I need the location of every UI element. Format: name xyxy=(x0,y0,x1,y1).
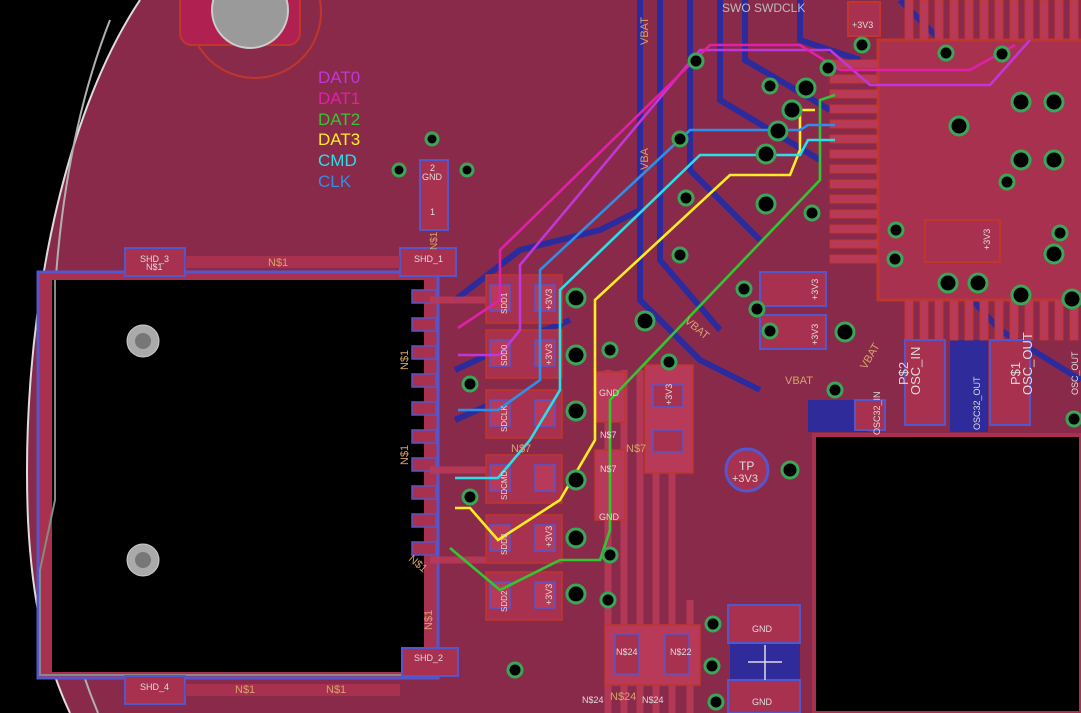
mcu-bypass-cap xyxy=(924,219,1001,263)
crystal-osc-in xyxy=(904,339,946,426)
bulk-cap-bottom xyxy=(727,679,801,713)
vias xyxy=(391,36,1081,711)
osc32-in-label: OSC32_IN xyxy=(872,391,882,435)
gnd-label-n7-b: GND xyxy=(599,512,620,522)
legend-dat1: DAT1 xyxy=(318,88,361,108)
gnd-label-pad1: GND xyxy=(752,624,773,634)
n7-label-b: N$7 xyxy=(626,443,646,455)
n24-label-c: N$24 xyxy=(582,695,604,705)
p1-label: P$1 xyxy=(1008,362,1023,385)
n22-label: N$22 xyxy=(670,647,692,657)
trace-dat1 xyxy=(457,43,1016,330)
legend-dat3: DAT3 xyxy=(318,130,361,150)
tp-v33-label: +3V3 xyxy=(732,473,758,485)
bottom-shield-trace xyxy=(185,684,400,696)
sd-peg-hole-bottom-inner xyxy=(135,552,151,568)
vba-label: VBA xyxy=(639,147,651,170)
shd1-label: SHD_1 xyxy=(414,254,443,264)
crystal-osc-out xyxy=(989,339,1031,426)
osc-out-label-edge: OSC_OUT xyxy=(1070,351,1080,395)
swo-swdclk-label: SWO SWDCLK xyxy=(722,1,805,15)
board-edge-left xyxy=(0,0,140,713)
n1-label-bottom-a: N$1 xyxy=(235,684,255,696)
shd3-pad xyxy=(124,247,186,277)
v33-label-b: +3V3 xyxy=(544,289,554,310)
pin1-label: 1 xyxy=(430,207,435,217)
v33-label-f: +3V3 xyxy=(810,279,820,300)
sdd1-label: SDD1 xyxy=(500,292,509,314)
sdd0-label: SDD0 xyxy=(500,344,509,366)
bypass-cap-1 xyxy=(759,271,827,307)
n7-label-c: N$7 xyxy=(600,430,617,440)
sd-peg-hole-top-inner xyxy=(135,333,151,349)
pin2-label: 2 xyxy=(430,163,435,173)
v33-label-i: +3V3 xyxy=(982,229,992,250)
n7-label-a: N$7 xyxy=(511,443,531,455)
gnd-label-top: GND xyxy=(422,172,443,182)
legend-dat2: DAT2 xyxy=(318,109,361,129)
shd4-label: SHD_4 xyxy=(140,682,169,692)
n1-label-cap: N$1 xyxy=(429,231,440,250)
n24-label-b: N$24 xyxy=(616,647,638,657)
osc-in-label: OSC_IN xyxy=(908,347,923,395)
v33-label-h: +3V3 xyxy=(664,384,674,405)
shd3-label: SHD_3 xyxy=(140,254,169,264)
gnd-label-pad2: GND xyxy=(752,697,773,707)
n24-label-a: N$24 xyxy=(610,691,636,703)
n24-label-d: N$24 xyxy=(642,695,664,705)
sd-socket-body xyxy=(52,280,424,672)
v33-label-a: +3V3 xyxy=(852,20,873,30)
legend-cmd: CMD xyxy=(318,151,357,171)
n1-label-side-a: N$1 xyxy=(399,350,411,370)
legend-clk: CLK xyxy=(318,171,352,191)
p2-label: P$2 xyxy=(896,362,911,385)
vbat-label-mid: VBAT xyxy=(785,375,813,387)
n1-label-top: N$1 xyxy=(268,257,288,269)
trace-dat3 xyxy=(455,108,815,542)
top-cap xyxy=(847,1,881,37)
n1-label-side-b: N$1 xyxy=(399,445,411,465)
n7-pads xyxy=(614,384,690,675)
gnd-cap xyxy=(419,159,449,231)
v33-label-g: +3V3 xyxy=(810,324,820,345)
mcu-left-pins xyxy=(829,59,879,264)
mcu-top-pins xyxy=(904,0,1079,41)
lower-right-module xyxy=(812,433,1081,713)
mcu-bottom-pins xyxy=(904,299,1079,341)
v33-label-d: +3V3 xyxy=(544,526,554,547)
v33-label-c: +3V3 xyxy=(544,344,554,365)
shd2-pad xyxy=(401,647,459,677)
n1-label-side-d: N$1 xyxy=(423,610,435,630)
bulk-cap-top xyxy=(727,604,801,644)
sdd2-label: SDD2 xyxy=(500,590,509,612)
v33-label-e: +3V3 xyxy=(544,584,554,605)
n1-label-bottom-b: N$1 xyxy=(326,684,346,696)
sdd3-label: SDD3 xyxy=(500,533,509,555)
shd2-label: SHD_2 xyxy=(414,653,443,663)
test-point xyxy=(724,447,770,493)
trace-dat0 xyxy=(458,39,1031,357)
legend-dat0: DAT0 xyxy=(318,68,361,87)
top-shield-trace xyxy=(185,256,400,268)
sd-socket-pins xyxy=(411,289,437,556)
trace-dat2 xyxy=(449,93,836,592)
bulk-cap-cross xyxy=(748,645,782,680)
shd4-pad xyxy=(124,675,186,705)
sd-traces xyxy=(449,39,1031,592)
n7-label-d: N$7 xyxy=(600,464,617,474)
n1-label-shd3: N$1 xyxy=(146,262,163,272)
mounting-hole xyxy=(211,0,289,49)
sdclk-label: SDCLK xyxy=(500,405,509,432)
signal-legend: DAT0 DAT1 DAT2 DAT3 CMD CLK xyxy=(318,68,360,193)
trace-cmd xyxy=(455,138,835,480)
trace-clk xyxy=(458,123,835,412)
gnd-label-n7-a: GND xyxy=(599,388,620,398)
tp-label: TP xyxy=(739,459,754,473)
osc32-out-label: OSC32_OUT xyxy=(972,376,982,430)
osc-out-label: OSC_OUT xyxy=(1020,332,1035,395)
sdcmd-label: SDCMD xyxy=(500,470,509,500)
osc32-cap xyxy=(854,399,886,431)
vbat-label-top: VBAT xyxy=(639,17,651,45)
